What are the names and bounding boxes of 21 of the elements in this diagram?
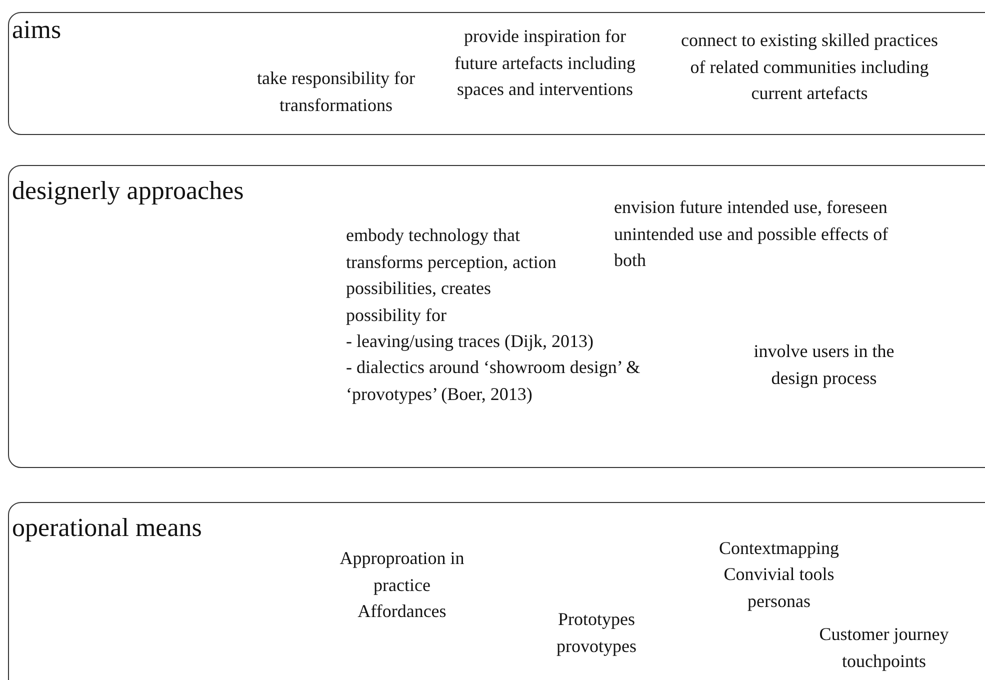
section-heading: operational means bbox=[12, 513, 202, 543]
item-text: envision future intended use, foreseen unintended use and possible effects of both bbox=[614, 196, 889, 272]
item-text: Contextmapping bbox=[718, 537, 840, 560]
item-text: - dialectics around ‘showroom design’ & ‘provotypes’ (Boer, 2013) bbox=[346, 356, 642, 406]
section-band bbox=[8, 165, 985, 468]
item-text: - leaving/using traces (Dijk, 2013) bbox=[346, 330, 594, 353]
section-heading: designerly approaches bbox=[12, 176, 244, 206]
item-text: Approproation in practice bbox=[338, 547, 466, 597]
section-heading: aims bbox=[12, 15, 62, 45]
item-text: take responsibility for transformations bbox=[256, 67, 416, 116]
item-text: provide inspiration for future artefacts including spaces and interventions bbox=[454, 25, 636, 101]
item-text: personas bbox=[746, 590, 812, 613]
item-text: Affordances bbox=[356, 600, 448, 623]
section-band bbox=[8, 502, 985, 680]
item-text: involve users in the design process bbox=[752, 340, 896, 390]
item-text: connect to existing skilled practices of related communities including current artefacts bbox=[680, 29, 939, 105]
item-text: Customer journey touchpoints bbox=[818, 623, 950, 673]
item-text: Prototypes provotypes bbox=[556, 608, 638, 658]
section-band bbox=[8, 12, 985, 135]
item-text: Convivial tools bbox=[722, 563, 836, 586]
item-text: embody technology that transforms perception, action possibilities, creates possibility for bbox=[346, 224, 558, 327]
